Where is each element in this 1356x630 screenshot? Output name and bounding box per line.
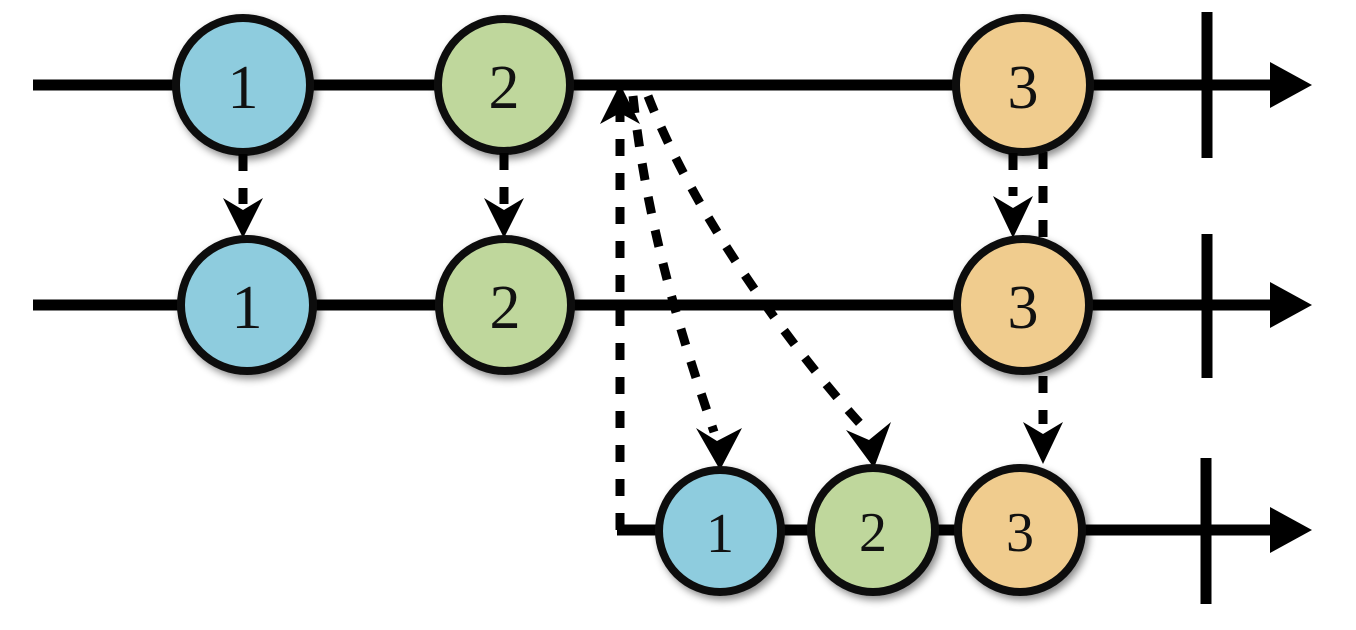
dashed-link-fork-to-bottom1-arrowhead [696, 428, 742, 470]
node-middle-2-circle[interactable] [435, 235, 575, 375]
node-bottom-1-circle[interactable] [655, 466, 785, 596]
node-middle-3-circle[interactable] [953, 235, 1093, 375]
timeline-bottom-arrowhead [1270, 507, 1312, 553]
node-middle-1-circle[interactable] [177, 235, 317, 375]
node-top-2-circle[interactable] [434, 15, 574, 155]
dashed-link-fork-arrowhead-up [600, 84, 640, 124]
node-middle-2-label: 2 [490, 274, 521, 342]
node-bottom-3-label: 3 [1006, 502, 1034, 564]
node-top-3-label: 3 [1008, 54, 1039, 122]
timeline-top-arrowhead [1270, 62, 1312, 108]
node-bottom-2-label: 2 [859, 502, 887, 564]
node-middle-3-label: 3 [1008, 274, 1039, 342]
node-middle-3[interactable]: 3 [953, 235, 1093, 375]
timeline-middle-arrowhead [1270, 282, 1312, 328]
dashed-link-top3-to-middle3 [993, 153, 1033, 238]
node-bottom-2[interactable]: 2 [807, 464, 939, 596]
dashed-link-top3-to-middle3-arrowhead [993, 196, 1033, 238]
node-top-1[interactable]: 1 [172, 14, 314, 156]
dashed-link-fork-to-bottom2 [643, 94, 891, 468]
node-top-3[interactable]: 3 [952, 14, 1094, 156]
dashed-link-top2-to-middle2-arrowhead [484, 198, 524, 238]
node-bottom-1-label: 1 [706, 503, 734, 565]
dashed-link-fork-to-bottom1-path [628, 95, 719, 434]
node-middle-2[interactable]: 2 [435, 235, 575, 375]
node-top-1-label: 1 [228, 54, 259, 122]
dashed-link-fork-to-bottom1 [628, 95, 742, 470]
node-top-2[interactable]: 2 [434, 15, 574, 155]
node-bottom-3-circle[interactable] [954, 464, 1086, 596]
node-bottom-1[interactable]: 1 [655, 466, 785, 596]
node-top-2-label: 2 [489, 54, 520, 122]
dashed-link-fork-to-bottom2-arrowhead [846, 422, 891, 468]
node-bottom-3[interactable]: 3 [954, 464, 1086, 596]
node-top-1-circle[interactable] [172, 14, 314, 156]
node-top-3-circle[interactable] [952, 14, 1094, 156]
node-bottom-2-circle[interactable] [807, 464, 939, 596]
dashed-link-top1-to-middle1-arrowhead [223, 198, 263, 238]
dashed-link-top2-to-middle2 [484, 153, 524, 238]
dashed-link-top1-to-middle1 [223, 154, 263, 238]
dashed-link-fork-to-top-axis [600, 84, 640, 530]
node-middle-1[interactable]: 1 [177, 235, 317, 375]
node-middle-1-label: 1 [232, 274, 263, 342]
dashed-link-middle3-to-bottom3 [1023, 376, 1063, 464]
dashed-link-fork-to-bottom2-path [643, 94, 870, 434]
dashed-link-middle3-to-bottom3-arrowhead [1023, 422, 1063, 464]
